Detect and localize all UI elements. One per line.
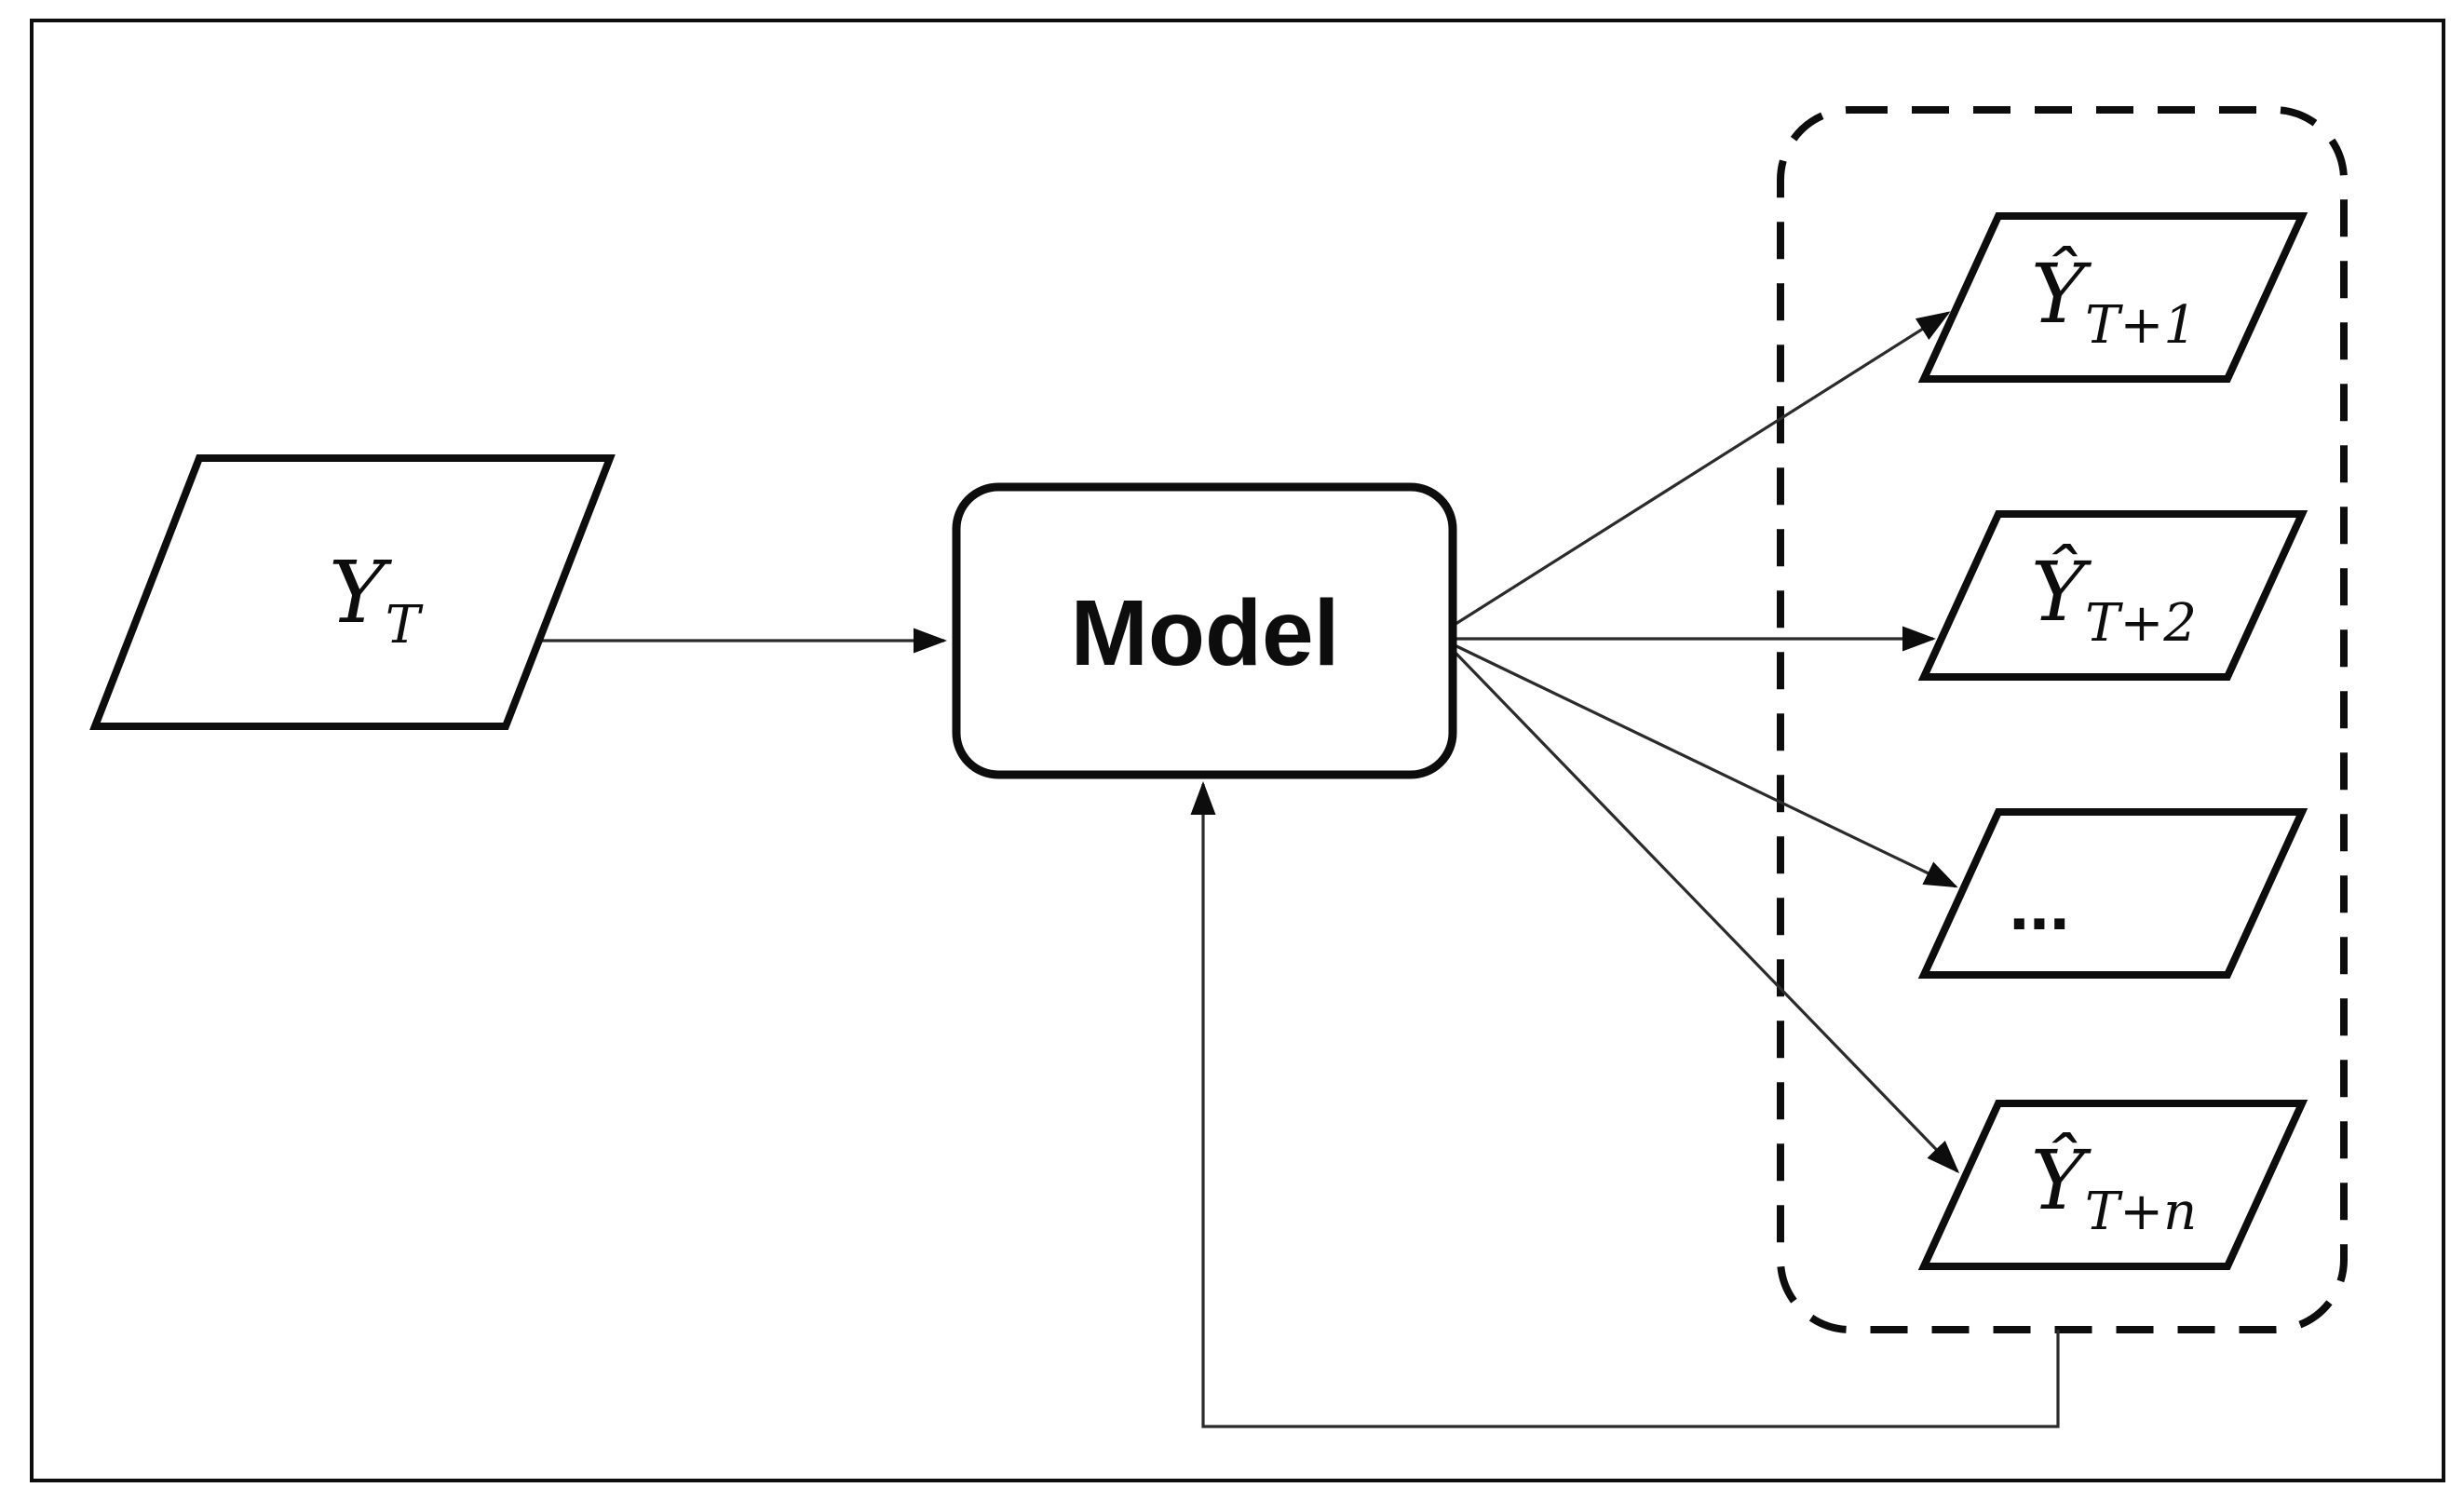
arrow-model-to-output-3 (1452, 642, 1958, 888)
model-node: Model (952, 482, 1457, 779)
output-node-shape (1917, 1100, 2308, 1270)
model-node-label: Model (1071, 581, 1340, 685)
output-label-main: Ŷ (2031, 246, 2092, 342)
output-node-label: ŶT+1 (2031, 246, 2197, 356)
outer-border (30, 19, 2445, 1482)
feedback-arrow-outputs-to-model (1190, 781, 2060, 1428)
arrow-model-to-output-4 (1451, 648, 1960, 1174)
output-node-label: ŶT+n (2031, 1132, 2197, 1242)
output-label-sub: T+n (2085, 1182, 2197, 1242)
output-node-2: ŶT+2 (1917, 510, 2308, 681)
input-node-shape (89, 454, 616, 730)
output-label-sub: T+1 (2085, 295, 2197, 356)
output-node-label: ... (2009, 863, 2069, 945)
input-node: YT (89, 454, 616, 730)
input-node-label: YT (329, 543, 424, 656)
input-label-main: Y (329, 543, 393, 642)
output-node-label: ŶT+2 (2031, 544, 2197, 654)
input-label-sub: T (386, 595, 424, 656)
output-label-main: Ŷ (2031, 544, 2092, 640)
output-node-shape (1917, 510, 2308, 681)
output-label-sub: T+2 (2085, 593, 2197, 654)
output-node-shape (1917, 808, 2308, 979)
output-node-shape (1917, 212, 2308, 383)
model-node-shape (952, 482, 1457, 779)
arrow-model-to-output-1 (1452, 311, 1951, 628)
output-label-main: Ŷ (2031, 1132, 2092, 1228)
output-node-1: ŶT+1 (1917, 212, 2308, 383)
output-node-3: ... (1917, 808, 2308, 979)
forecast-group-container (1777, 106, 2348, 1333)
output-node-4: ŶT+n (1917, 1100, 2308, 1270)
